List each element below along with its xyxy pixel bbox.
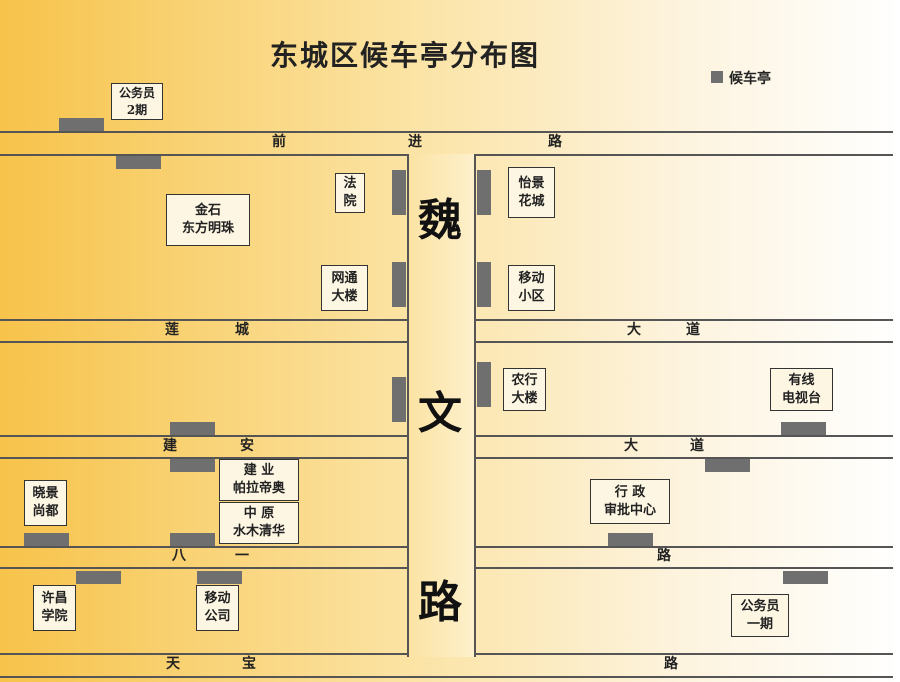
map-title: 东城区候车亭分布图 — [270, 39, 541, 72]
place-wangtong-dalou: 网通 大楼 — [321, 265, 368, 311]
road-name-jianan-3: 大 — [624, 438, 638, 454]
bus-stop-marker[interactable] — [477, 262, 491, 307]
place-yijing-huacheng: 怡景 花城 — [508, 167, 555, 218]
road-name-jianan-1: 建 — [163, 438, 177, 454]
main-road-name-wei: 魏 — [418, 195, 462, 246]
bus-stop-marker[interactable] — [477, 362, 491, 407]
place-xiaojing-shangdu: 晓景 尚都 — [24, 480, 67, 526]
road-name-jianan-4: 道 — [690, 438, 704, 454]
road-name-qianjin-3: 路 — [548, 134, 562, 150]
road-name-tianbao-2: 宝 — [242, 656, 256, 672]
place-yidong-xiaoqu: 移动 小区 — [508, 265, 555, 311]
road-name-tianbao-1: 天 — [166, 656, 180, 672]
legend-stop-swatch — [711, 71, 723, 83]
bus-stop-marker[interactable] — [170, 533, 215, 546]
bus-stop-marker[interactable] — [392, 262, 406, 307]
place-gongwuyuan-2: 公务员 2期 — [111, 83, 163, 120]
place-yidong-gongsi: 移动 公司 — [196, 585, 239, 631]
road-weiwen — [407, 154, 476, 657]
road-name-liancheng-1: 莲 — [165, 322, 179, 338]
bus-stop-marker[interactable] — [608, 533, 653, 546]
bus-stop-marker[interactable] — [24, 533, 69, 546]
bus-stop-marker[interactable] — [76, 571, 121, 584]
road-name-liancheng-2: 城 — [235, 322, 249, 338]
road-name-tianbao-3: 路 — [664, 656, 678, 672]
road-name-bayi-1: 八 — [172, 548, 186, 564]
road-name-qianjin-2: 进 — [408, 134, 422, 150]
bus-stop-marker[interactable] — [392, 170, 406, 215]
bus-stop-marker[interactable] — [781, 422, 826, 435]
place-jianye-palatino: 建 业 帕拉帝奥 — [219, 459, 299, 501]
bus-stop-marker[interactable] — [477, 170, 491, 215]
road-name-bayi-2: 一 — [235, 548, 249, 564]
road-name-liancheng-3: 大 — [627, 322, 641, 338]
bus-stop-marker[interactable] — [392, 377, 406, 422]
bus-stop-marker[interactable] — [59, 118, 104, 131]
place-youxian-dianshitai: 有线 电视台 — [770, 368, 833, 411]
place-fayuan: 法 院 — [335, 173, 365, 213]
road-name-liancheng-4: 道 — [686, 322, 700, 338]
main-road-name-wen: 文 — [418, 388, 462, 439]
bus-stop-marker[interactable] — [197, 571, 242, 584]
place-gongwuyuan-1: 公务员 一期 — [731, 594, 789, 637]
place-nonghang-dalou: 农行 大楼 — [503, 368, 546, 411]
place-xuchang-xueyuan: 许昌 学院 — [33, 585, 76, 631]
place-zhongyuan-shuimuqinghua: 中 原 水木清华 — [219, 502, 299, 544]
bus-stop-marker[interactable] — [116, 156, 161, 169]
place-xingzheng-shenpi: 行 政 审批中心 — [590, 479, 670, 524]
bus-stop-marker[interactable] — [170, 422, 215, 435]
main-road-name-lu: 路 — [418, 577, 462, 628]
bus-stop-marker[interactable] — [705, 459, 750, 472]
legend-label: 候车亭 — [729, 71, 771, 87]
road-qianjin — [0, 131, 893, 156]
road-name-qianjin-1: 前 — [272, 134, 286, 150]
bus-stop-marker[interactable] — [783, 571, 828, 584]
road-name-bayi-3: 路 — [657, 548, 671, 564]
road-name-jianan-2: 安 — [240, 438, 254, 454]
place-jinshi-dongfangmingzhu: 金石 东方明珠 — [166, 194, 250, 246]
bus-stop-marker[interactable] — [170, 459, 215, 472]
